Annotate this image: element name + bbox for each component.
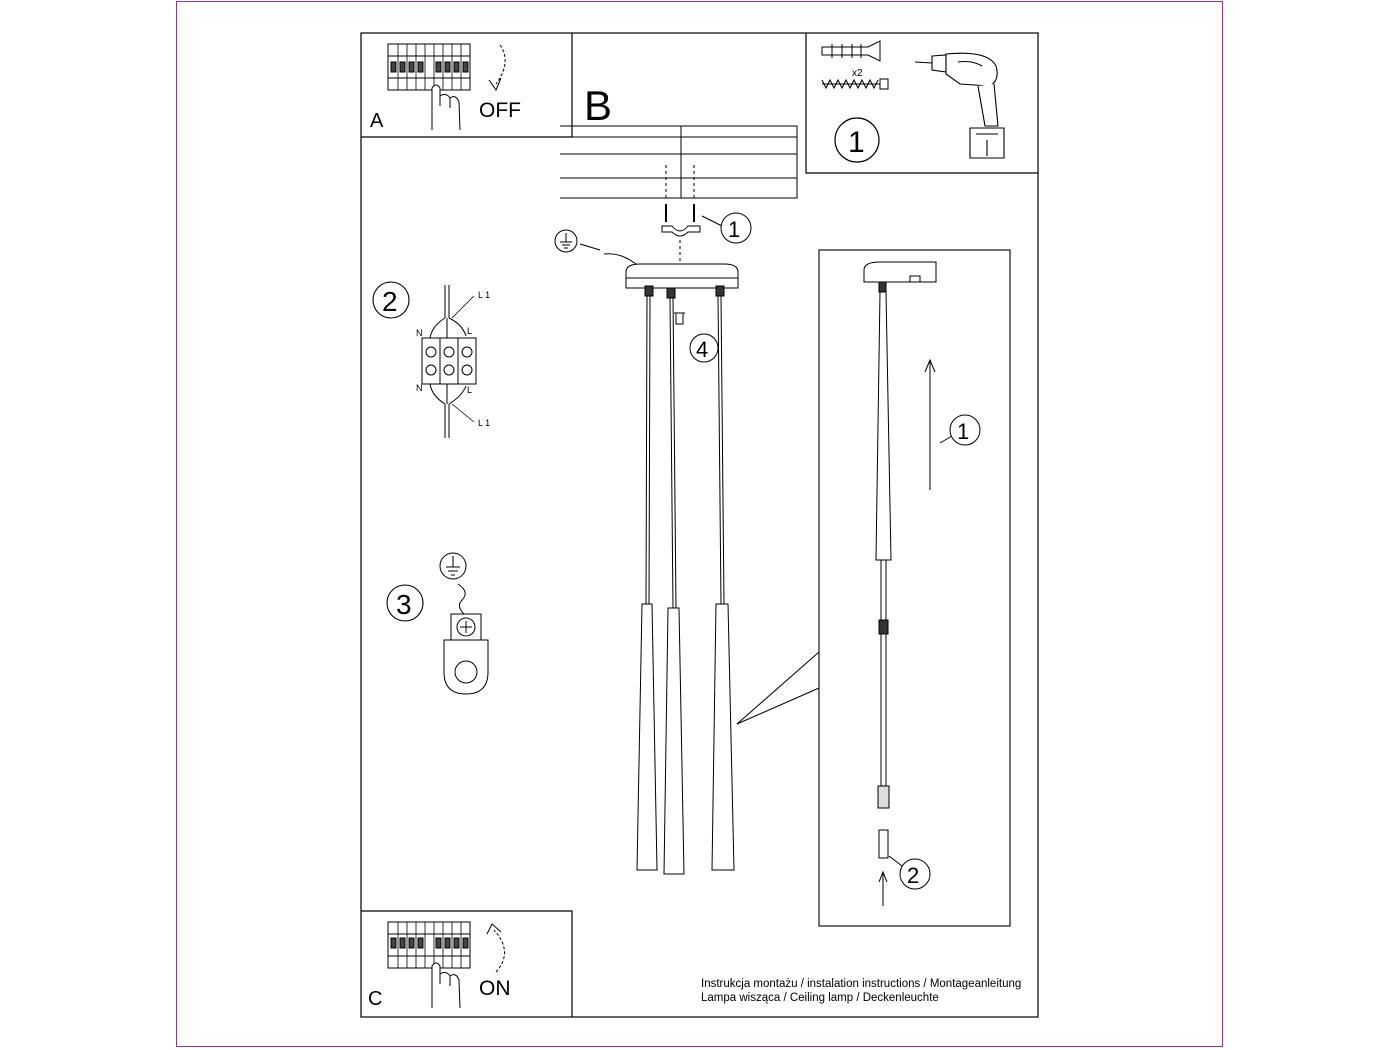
detail-canopy <box>863 261 937 293</box>
footer-line-2: Lampa wisząca / Ceiling lamp / Deckenleu… <box>701 992 939 1004</box>
drill-icon <box>914 52 1005 159</box>
panel-c-letter: C <box>368 988 382 1010</box>
callout-screw <box>689 333 719 363</box>
callout-bracket-label: 1 <box>728 217 740 242</box>
circuit-breaker-hand-icon <box>387 43 471 131</box>
arrow-up-icon <box>924 358 936 490</box>
callout-screw-label: 4 <box>696 337 708 362</box>
screw-icon <box>821 78 889 90</box>
footer-line-1: Instrukcja montażu / instalation instruc… <box>701 978 1021 990</box>
wire-connector-block-icon <box>421 285 477 438</box>
wall-plug-icon <box>821 40 881 62</box>
detail-inset <box>818 249 1011 927</box>
panel-c-action: ON <box>479 977 511 1000</box>
label-l1-bottom: L 1 <box>478 418 490 428</box>
panel-a: OFF A <box>361 33 573 138</box>
detail-raise-label: 1 <box>957 419 969 444</box>
panel-c: ON C <box>361 910 573 1017</box>
circuit-breaker-hand-icon <box>387 921 471 1009</box>
detail-raise-badge <box>949 414 981 446</box>
ceiling-canopy <box>625 263 739 325</box>
quantity-label: x2 <box>852 68 863 79</box>
ground-terminal-icon <box>443 613 489 695</box>
arrow-up-icon <box>878 870 888 906</box>
arrow-up-icon <box>493 929 505 973</box>
tools-panel: x2 1 <box>805 33 1038 174</box>
ground-step-number: 3 <box>396 589 412 620</box>
label-l-top: L <box>467 326 472 336</box>
arrow-down-icon <box>495 44 506 85</box>
label-n-bottom: N <box>416 383 423 393</box>
panel-a-action: OFF <box>479 99 521 122</box>
detail-connector-badge <box>899 858 931 890</box>
detail-connector-label: 2 <box>907 863 919 888</box>
outer-frame <box>176 1 1223 1047</box>
panel-b-letter: B <box>584 82 612 129</box>
tools-step: 1 <box>848 126 865 159</box>
pendant-cables <box>645 295 725 609</box>
step-1-badge <box>834 117 880 163</box>
ground-symbol-icon <box>439 552 467 580</box>
ground-symbol-icon <box>554 229 578 253</box>
ground-step: 3 <box>386 552 489 695</box>
label-l1-top: L 1 <box>478 290 490 300</box>
panel-a-letter: A <box>370 110 384 132</box>
wiring-step-number: 2 <box>382 286 398 317</box>
callout-bracket <box>720 212 752 244</box>
sheet-border <box>360 32 1039 1018</box>
mounting-bracket <box>661 204 701 262</box>
label-l-bottom: L <box>467 385 472 395</box>
label-n-top: N <box>416 328 423 338</box>
detail-tube <box>875 291 892 859</box>
ceiling-block <box>560 125 798 200</box>
wiring-step: 2 L 1 L N N L L 1 <box>372 281 490 438</box>
pendant-tubes <box>636 603 735 875</box>
